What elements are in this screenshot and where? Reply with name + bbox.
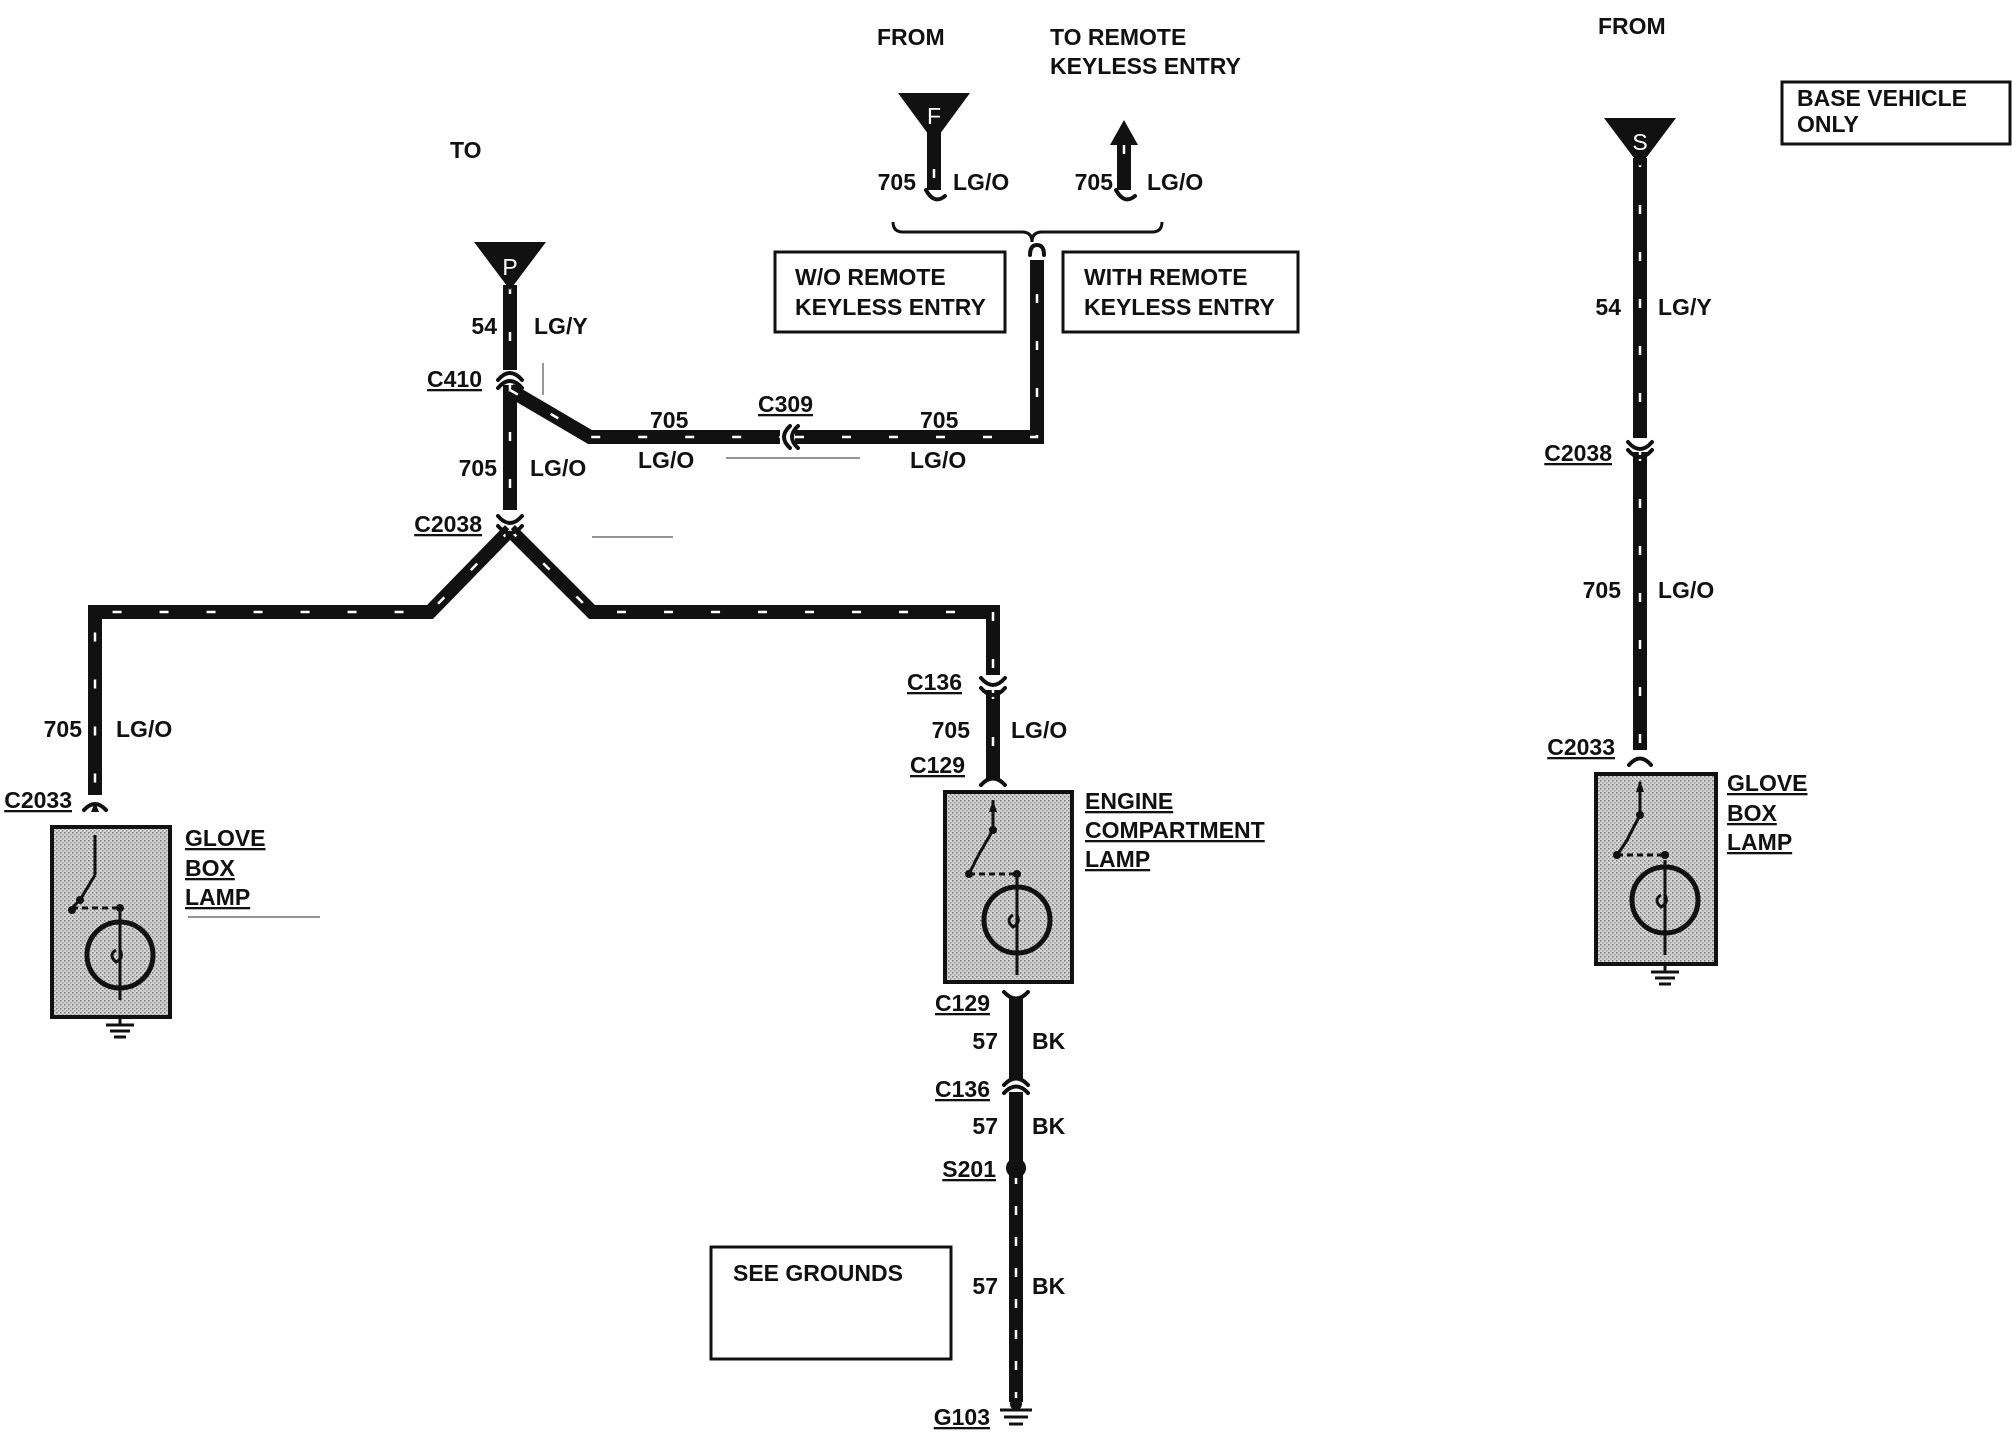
terminal-s: S <box>1604 118 1676 166</box>
connector-c129-top: C129 <box>910 752 965 778</box>
wo-remote-line2: KEYLESS ENTRY <box>795 294 986 320</box>
ground-g103: G103 <box>934 1404 990 1430</box>
terminal-s-label: S <box>1632 129 1647 155</box>
color-lgy-left: LG/Y <box>534 313 588 339</box>
circuit-54-left: 54 <box>471 313 497 339</box>
engine-compartment-lamp <box>943 790 1074 984</box>
glove-right-label-2: BOX <box>1727 800 1778 826</box>
terminal-f-label: F <box>927 103 941 129</box>
splice-s201: S201 <box>942 1156 996 1182</box>
to-label: TO <box>450 137 482 163</box>
glove-right-label-1: GLOVE <box>1727 770 1808 796</box>
terminal-p-label: P <box>502 254 517 280</box>
wo-remote-line1: W/O REMOTE <box>795 264 946 290</box>
circuit-705-h1: 705 <box>650 407 689 433</box>
connector-c129-bottom: C129 <box>935 990 990 1016</box>
circuit-57-b: 57 <box>972 1113 998 1139</box>
color-lgo-engine: LG/O <box>1011 717 1067 743</box>
circuit-705-glove-left: 705 <box>44 716 83 742</box>
to-remote-label-1: TO REMOTE <box>1050 24 1186 50</box>
base-vehicle-box <box>1780 80 2012 146</box>
connector-c2038-left: C2038 <box>414 511 482 537</box>
circuit-54-right: 54 <box>1595 294 1621 320</box>
splice-s201-icon <box>1006 1158 1026 1178</box>
color-lgo-h2: LG/O <box>910 447 966 473</box>
glove-left-label-2: BOX <box>185 855 236 881</box>
circuit-705-right: 705 <box>1583 577 1622 603</box>
connector-c136-bottom: C136 <box>935 1076 990 1102</box>
with-remote-line1: WITH REMOTE <box>1084 264 1248 290</box>
base-vehicle-line1: BASE VEHICLE <box>1797 85 1967 111</box>
engine-label-1: ENGINE <box>1085 788 1173 814</box>
ground-icon <box>106 1017 134 1039</box>
connector-c2033-right: C2033 <box>1547 734 1615 760</box>
circuit-57-c: 57 <box>972 1273 998 1299</box>
with-remote-box <box>1061 250 1300 334</box>
color-lgy-right: LG/Y <box>1658 294 1712 320</box>
brace <box>188 221 1164 918</box>
see-grounds-box <box>709 1245 953 1361</box>
color-bk-b: BK <box>1032 1113 1066 1139</box>
color-lgo-vertical: LG/O <box>530 455 586 481</box>
terminal-p: P <box>474 242 546 290</box>
engine-label-3: LAMP <box>1085 846 1150 872</box>
wires <box>88 122 1647 1402</box>
see-grounds-text: SEE GROUNDS <box>733 1260 903 1286</box>
color-lgo-arrow: LG/O <box>1147 169 1203 195</box>
connector-c2033-left: C2033 <box>4 787 72 813</box>
glove-box-lamp-left <box>50 802 172 1039</box>
from-label-right: FROM <box>1598 13 1666 39</box>
engine-label-2: COMPARTMENT <box>1085 817 1265 843</box>
arrow-up-icon <box>1110 120 1138 145</box>
glove-box-lamp-right <box>1594 772 1718 986</box>
connector-symbols <box>82 188 1654 1178</box>
connector-c2038-right: C2038 <box>1544 440 1612 466</box>
circuit-705-h2: 705 <box>920 407 959 433</box>
color-lgo-right: LG/O <box>1658 577 1714 603</box>
color-lgo-glove-left: LG/O <box>116 716 172 742</box>
circuit-705-engine: 705 <box>932 717 971 743</box>
glove-left-label-3: LAMP <box>185 884 250 910</box>
color-lgo-h1: LG/O <box>638 447 694 473</box>
connector-c136-top: C136 <box>907 669 962 695</box>
circuit-705-vertical: 705 <box>459 455 498 481</box>
to-remote-label-2: KEYLESS ENTRY <box>1050 53 1241 79</box>
ground-icon <box>1651 964 1679 986</box>
base-vehicle-line2: ONLY <box>1797 111 1859 137</box>
ground-g103-icon <box>1000 1398 1032 1426</box>
glove-right-label-3: LAMP <box>1727 829 1792 855</box>
glove-left-label-1: GLOVE <box>185 825 266 851</box>
from-label-center: FROM <box>877 24 945 50</box>
circuit-705-f: 705 <box>878 169 917 195</box>
circuit-57-a: 57 <box>972 1028 998 1054</box>
wo-remote-box <box>773 250 1007 334</box>
color-bk-a: BK <box>1032 1028 1066 1054</box>
with-remote-line2: KEYLESS ENTRY <box>1084 294 1275 320</box>
connector-c309: C309 <box>758 391 813 417</box>
wire-705-split-right <box>505 525 1000 675</box>
wire-705-split-left <box>88 525 516 795</box>
wire-705-to-c309 <box>506 383 780 444</box>
circuit-705-arrow: 705 <box>1075 169 1114 195</box>
connector-c410: C410 <box>427 366 482 392</box>
color-bk-c: BK <box>1032 1273 1066 1299</box>
terminal-f: F <box>898 93 970 142</box>
color-lgo-f: LG/O <box>953 169 1009 195</box>
